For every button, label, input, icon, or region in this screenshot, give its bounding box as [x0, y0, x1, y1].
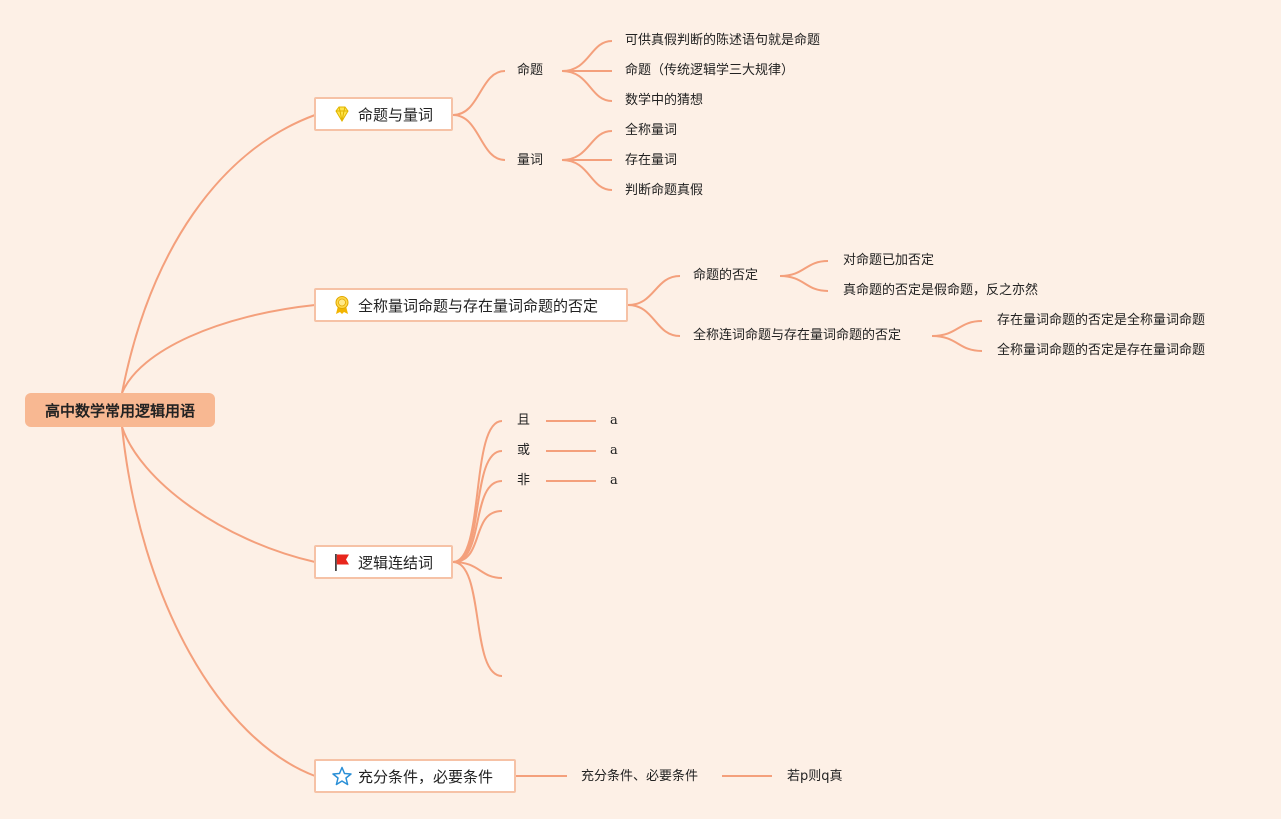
leaf-node[interactable]: a — [610, 473, 618, 488]
sub-node-and[interactable]: 且 — [517, 413, 531, 428]
link-root-b2 — [121, 304, 316, 394]
branch-label: 全称量词命题与存在量词命题的否定 — [358, 296, 599, 315]
branch-node-propositions[interactable]: 命题与量词 — [314, 97, 453, 131]
sub-node-sufficient-necessary[interactable]: 充分条件、必要条件 — [581, 769, 699, 784]
leaf-node[interactable]: 数学中的猜想 — [625, 93, 704, 108]
sub-node-proposition[interactable]: 命题 — [517, 63, 544, 78]
leaf-node[interactable]: 若p则q真 — [787, 769, 843, 784]
leaf-node[interactable]: 对命题已加否定 — [843, 253, 935, 268]
leaf-node[interactable]: 存在量词命题的否定是全称量词命题 — [997, 313, 1206, 328]
sub-node-quantifier[interactable]: 量词 — [517, 153, 544, 168]
leaf-node[interactable]: 全称量词命题的否定是存在量词命题 — [997, 343, 1206, 358]
leaf-node[interactable]: a — [610, 413, 618, 428]
branch-label: 充分条件，必要条件 — [358, 767, 494, 786]
leaf-node[interactable]: 全称量词 — [625, 123, 678, 138]
sub-node-negation-of-proposition[interactable]: 命题的否定 — [693, 268, 759, 283]
link-root-b4 — [121, 426, 316, 777]
flag-icon — [332, 552, 352, 572]
leaf-node[interactable]: 命题（传统逻辑学三大规律） — [625, 63, 795, 78]
sub-node-quantifier-negation[interactable]: 全称连词命题与存在量词命题的否定 — [693, 328, 902, 343]
sub-node-not[interactable]: 非 — [517, 473, 531, 488]
branch-node-logical-connectives[interactable]: 逻辑连结词 — [314, 545, 453, 579]
leaf-node[interactable]: 存在量词 — [625, 153, 678, 168]
root-node[interactable]: 高中数学常用逻辑用语 — [25, 393, 215, 427]
award-ribbon-icon — [332, 295, 352, 315]
branch-label: 命题与量词 — [358, 105, 434, 124]
branch-node-negation[interactable]: 全称量词命题与存在量词命题的否定 — [314, 288, 628, 322]
branch-label: 逻辑连结词 — [358, 553, 434, 572]
sub-node-or[interactable]: 或 — [517, 443, 531, 458]
diamond-icon — [332, 104, 352, 124]
leaf-node[interactable]: 可供真假判断的陈述语句就是命题 — [625, 33, 821, 48]
link-root-b3 — [121, 426, 316, 563]
leaf-node[interactable]: 判断命题真假 — [625, 183, 704, 198]
root-label: 高中数学常用逻辑用语 — [44, 401, 195, 420]
leaf-node[interactable]: a — [610, 443, 618, 458]
branch-node-conditions[interactable]: 充分条件，必要条件 — [314, 759, 516, 793]
star-icon — [332, 766, 352, 786]
link-root-b1 — [121, 114, 316, 394]
leaf-node[interactable]: 真命题的否定是假命题，反之亦然 — [843, 283, 1039, 298]
